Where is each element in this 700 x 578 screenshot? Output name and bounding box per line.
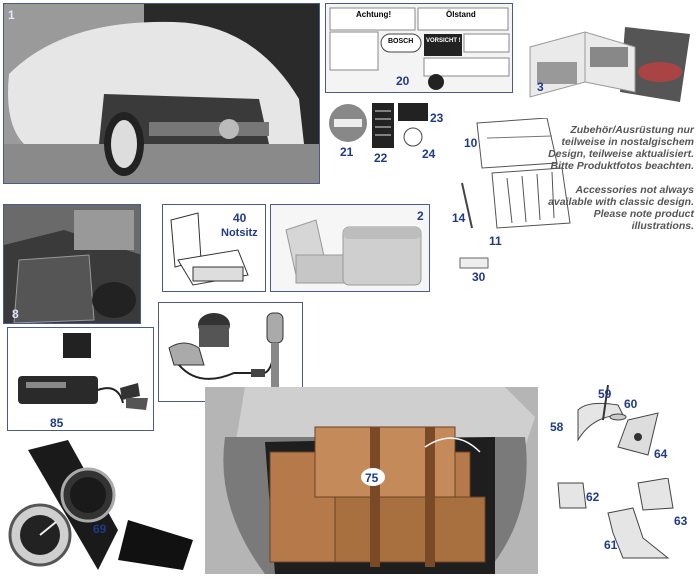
info-decal-panel[interactable]: 22 [372, 103, 394, 165]
charger-image [18, 333, 148, 410]
info-decal-image [372, 103, 394, 148]
item-number: 14 [452, 211, 466, 225]
olstand-label: Ölstand [446, 10, 476, 19]
bosch-label: BOSCH [388, 38, 414, 45]
notsitz-label: Notsitz [221, 227, 258, 239]
watch-image [8, 440, 193, 570]
decals-image [329, 7, 510, 90]
item-number: 23 [430, 111, 444, 125]
item-number: 59 [598, 387, 612, 401]
item-number: 8 [12, 307, 19, 321]
tool-roll-panel[interactable]: 10 11 14 30 [452, 118, 572, 288]
strap-parts-panel[interactable]: 59 60 58 64 [548, 385, 698, 475]
bosch-decal-panel[interactable]: 21 [328, 103, 368, 158]
item-number: 58 [550, 420, 564, 434]
item-number: 64 [654, 447, 668, 461]
charger-panel[interactable]: 85 [7, 327, 154, 431]
clips-panel[interactable]: 62 63 61 [548, 478, 698, 574]
bosch-round-icon [329, 104, 367, 142]
watch-panel[interactable]: 69 [8, 440, 193, 572]
warning-decal-panel[interactable]: 23 24 [398, 103, 446, 163]
item-number: 20 [396, 74, 410, 88]
item-number: 22 [374, 151, 388, 165]
item-number: 75 [365, 471, 379, 485]
item-number: 61 [604, 538, 618, 552]
battery-switch-image [168, 312, 284, 388]
item-number: 62 [586, 490, 600, 504]
item-number: 11 [489, 234, 502, 248]
luggage-image [205, 387, 538, 574]
caption-de: Zubehör/Ausrüstung nur teilweise in nost… [548, 124, 694, 172]
armrest-image [285, 219, 422, 286]
fender-cover-panel[interactable]: 8 [3, 204, 141, 324]
car-cover-image [4, 4, 319, 183]
item-number: 2 [417, 209, 424, 223]
item-number: 40 [233, 211, 247, 225]
book-panel[interactable]: 3 [525, 22, 695, 102]
tool-roll-image [459, 118, 571, 269]
item-number: 21 [340, 145, 354, 158]
item-number: 10 [464, 136, 478, 150]
item-number: 3 [537, 80, 544, 94]
book-image [529, 27, 690, 102]
notsitz-image [170, 212, 249, 286]
car-cover-panel[interactable]: 1 [3, 3, 320, 184]
item-number: 30 [472, 270, 486, 284]
item-number: 63 [674, 514, 688, 528]
item-number: 69 [93, 522, 107, 536]
item-number: 1 [8, 8, 15, 22]
item-number: 85 [50, 416, 64, 430]
caption-en: Accessories not always available with cl… [548, 184, 694, 232]
notsitz-panel[interactable]: 40 Notsitz [162, 204, 266, 292]
decals-panel[interactable]: Achtung! Ölstand BOSCH VORSICHT ! 20 [325, 3, 513, 93]
item-number: 60 [624, 397, 638, 411]
fender-cover-image [4, 205, 140, 323]
warning-decal-image [398, 103, 428, 147]
vorsicht-label: VORSICHT ! [426, 38, 461, 44]
armrest-panel[interactable]: 2 [270, 204, 430, 292]
strap-parts-image [577, 385, 659, 456]
item-number: 24 [422, 147, 436, 161]
battery-switch-panel[interactable]: 90 [158, 302, 303, 402]
clips-image [557, 478, 674, 559]
caption-text: Zubehör/Ausrüstung nur teilweise in nost… [529, 124, 694, 244]
luggage-panel[interactable]: 75 [205, 387, 538, 574]
achtung-label: Achtung! [356, 10, 392, 19]
